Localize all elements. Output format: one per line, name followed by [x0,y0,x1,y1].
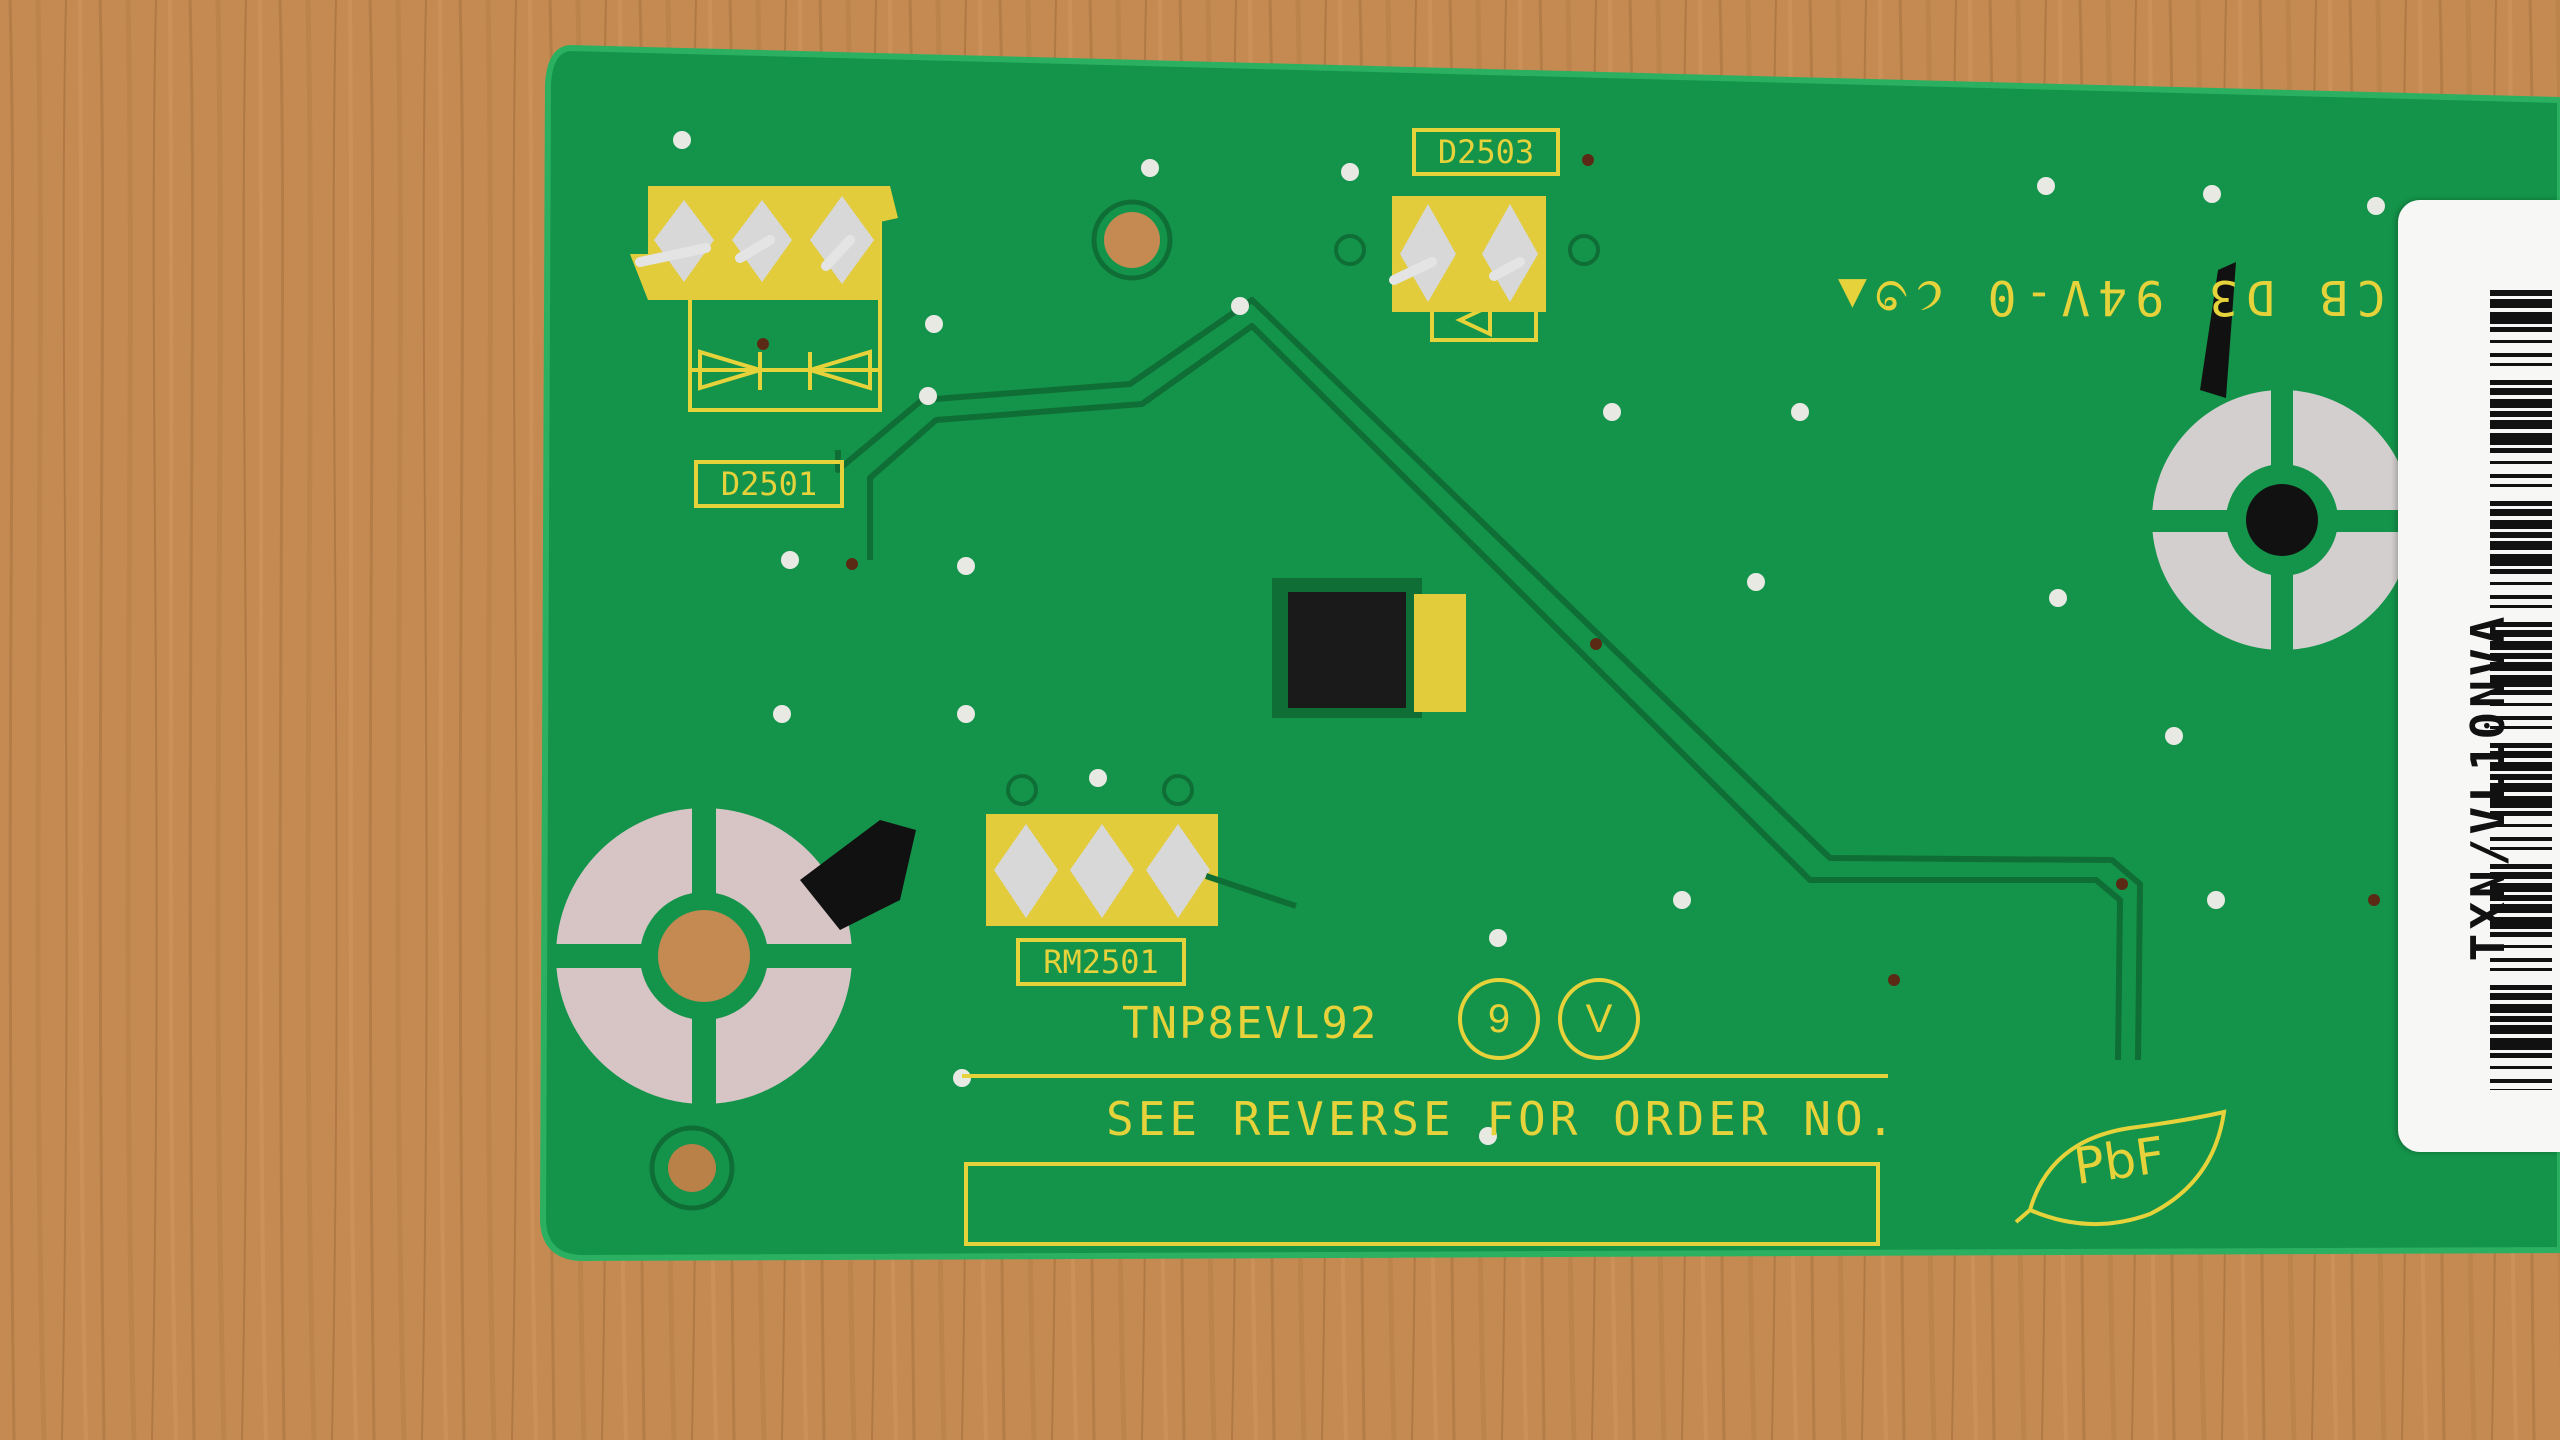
barcode-bar [2490,968,2552,971]
barcode-bar [2490,864,2552,869]
barcode-bar [2490,1079,2552,1083]
barcode-graphic [2490,290,2552,1090]
barcode-bar [2490,290,2552,296]
barcode-bar [2490,501,2552,506]
barcode-bar [2490,985,2552,990]
sensor-window [1272,578,1466,718]
barcode-bar [2490,716,2552,720]
pcb-traces [835,297,2143,1061]
barcode-bar [2490,299,2552,308]
barcode-bar [2490,837,2552,841]
vias [673,131,2385,1145]
barcode-bar [2490,399,2552,408]
barcode-bar [2490,675,2552,687]
barcode-bar [2490,641,2552,650]
pad-group-d2503 [1334,196,1600,312]
barcode-bar [2490,904,2552,913]
ground-pad-left [556,808,916,1104]
barcode-bar [2490,569,2552,574]
barcode-bar [2490,327,2552,332]
barcode-bar [2490,824,2552,827]
barcode-bar [2490,993,2552,1000]
barcode-bar [2490,605,2552,608]
barcode-bar [2490,541,2552,550]
circle-v-mark: V [1558,978,1640,1060]
ref-d2503: D2503 [1412,128,1560,176]
barcode-bar [2490,484,2552,487]
barcode-bar [2490,783,2552,792]
ref-d2501: D2501 [694,460,844,508]
barcode-bar [2490,883,2552,892]
mounting-holes [649,199,1173,1211]
circle-9-mark: 9 [1458,978,1540,1060]
barcode-bar [2490,751,2552,758]
pad-group-rm2501 [986,774,1297,926]
ground-pad-right [2152,262,2412,650]
barcode-bar [2490,520,2552,529]
barcode-bar [2490,411,2552,417]
barcode-bar [2490,932,2552,937]
barcode-bar [2490,340,2552,343]
barcode-bar [2490,1025,2552,1034]
barcode-bar [2490,743,2552,748]
barcode-bar [2490,1053,2552,1058]
barcode-bar [2490,917,2552,929]
barcode-bar [2490,662,2552,671]
ref-rm2501: RM2501 [1016,938,1186,986]
barcode-bar [2490,796,2552,808]
small-vias [757,154,2380,986]
barcode-bar [2490,653,2552,659]
barcode-bar [2490,847,2552,850]
barcode-bar [2490,388,2552,395]
barcode-bar [2490,630,2552,637]
barcode-bar [2490,509,2552,516]
ul-rating-mark: CB D3 94V-0 ૮૭▲ [1830,269,2386,325]
barcode-bar [2490,690,2552,695]
barcode-bar [2490,1004,2552,1013]
barcode-label-sticker: TXN/VL10NVA [2398,200,2560,1152]
barcode-bar [2490,582,2552,585]
barcode-bar [2490,433,2552,445]
barcode-bar [2490,420,2552,429]
barcode-bar [2490,762,2552,771]
pcb-board [539,44,2560,1262]
barcode-bar [2490,958,2552,962]
silk-outlines [688,200,2227,1246]
barcode-bar [2490,474,2552,478]
part-number-text: TNP8EVL92 [1122,998,1379,1049]
barcode-bar [2490,895,2552,901]
barcode-bar [2490,622,2552,627]
barcode-bar [2490,726,2552,729]
barcode-bar [2490,1038,2552,1050]
barcode-bar [2490,595,2552,599]
pad-group-d2501 [630,186,898,300]
barcode-bar [2490,1066,2552,1069]
barcode-bar [2490,554,2552,566]
barcode-bar [2490,703,2552,706]
barcode-bar [2490,811,2552,816]
barcode-bar [2490,774,2552,780]
barcode-bar [2490,1016,2552,1022]
barcode-bar [2490,448,2552,453]
barcode-bar [2490,312,2552,324]
barcode-bar [2490,380,2552,385]
barcode-bar [2490,461,2552,464]
barcode-bar [2490,353,2552,357]
barcode-bar [2490,1089,2552,1090]
barcode-bar [2490,945,2552,948]
order-note-text: SEE REVERSE FOR ORDER NO. [1106,1092,1899,1146]
barcode-bar [2490,872,2552,879]
barcode-bar [2490,532,2552,538]
barcode-bar [2490,363,2552,366]
